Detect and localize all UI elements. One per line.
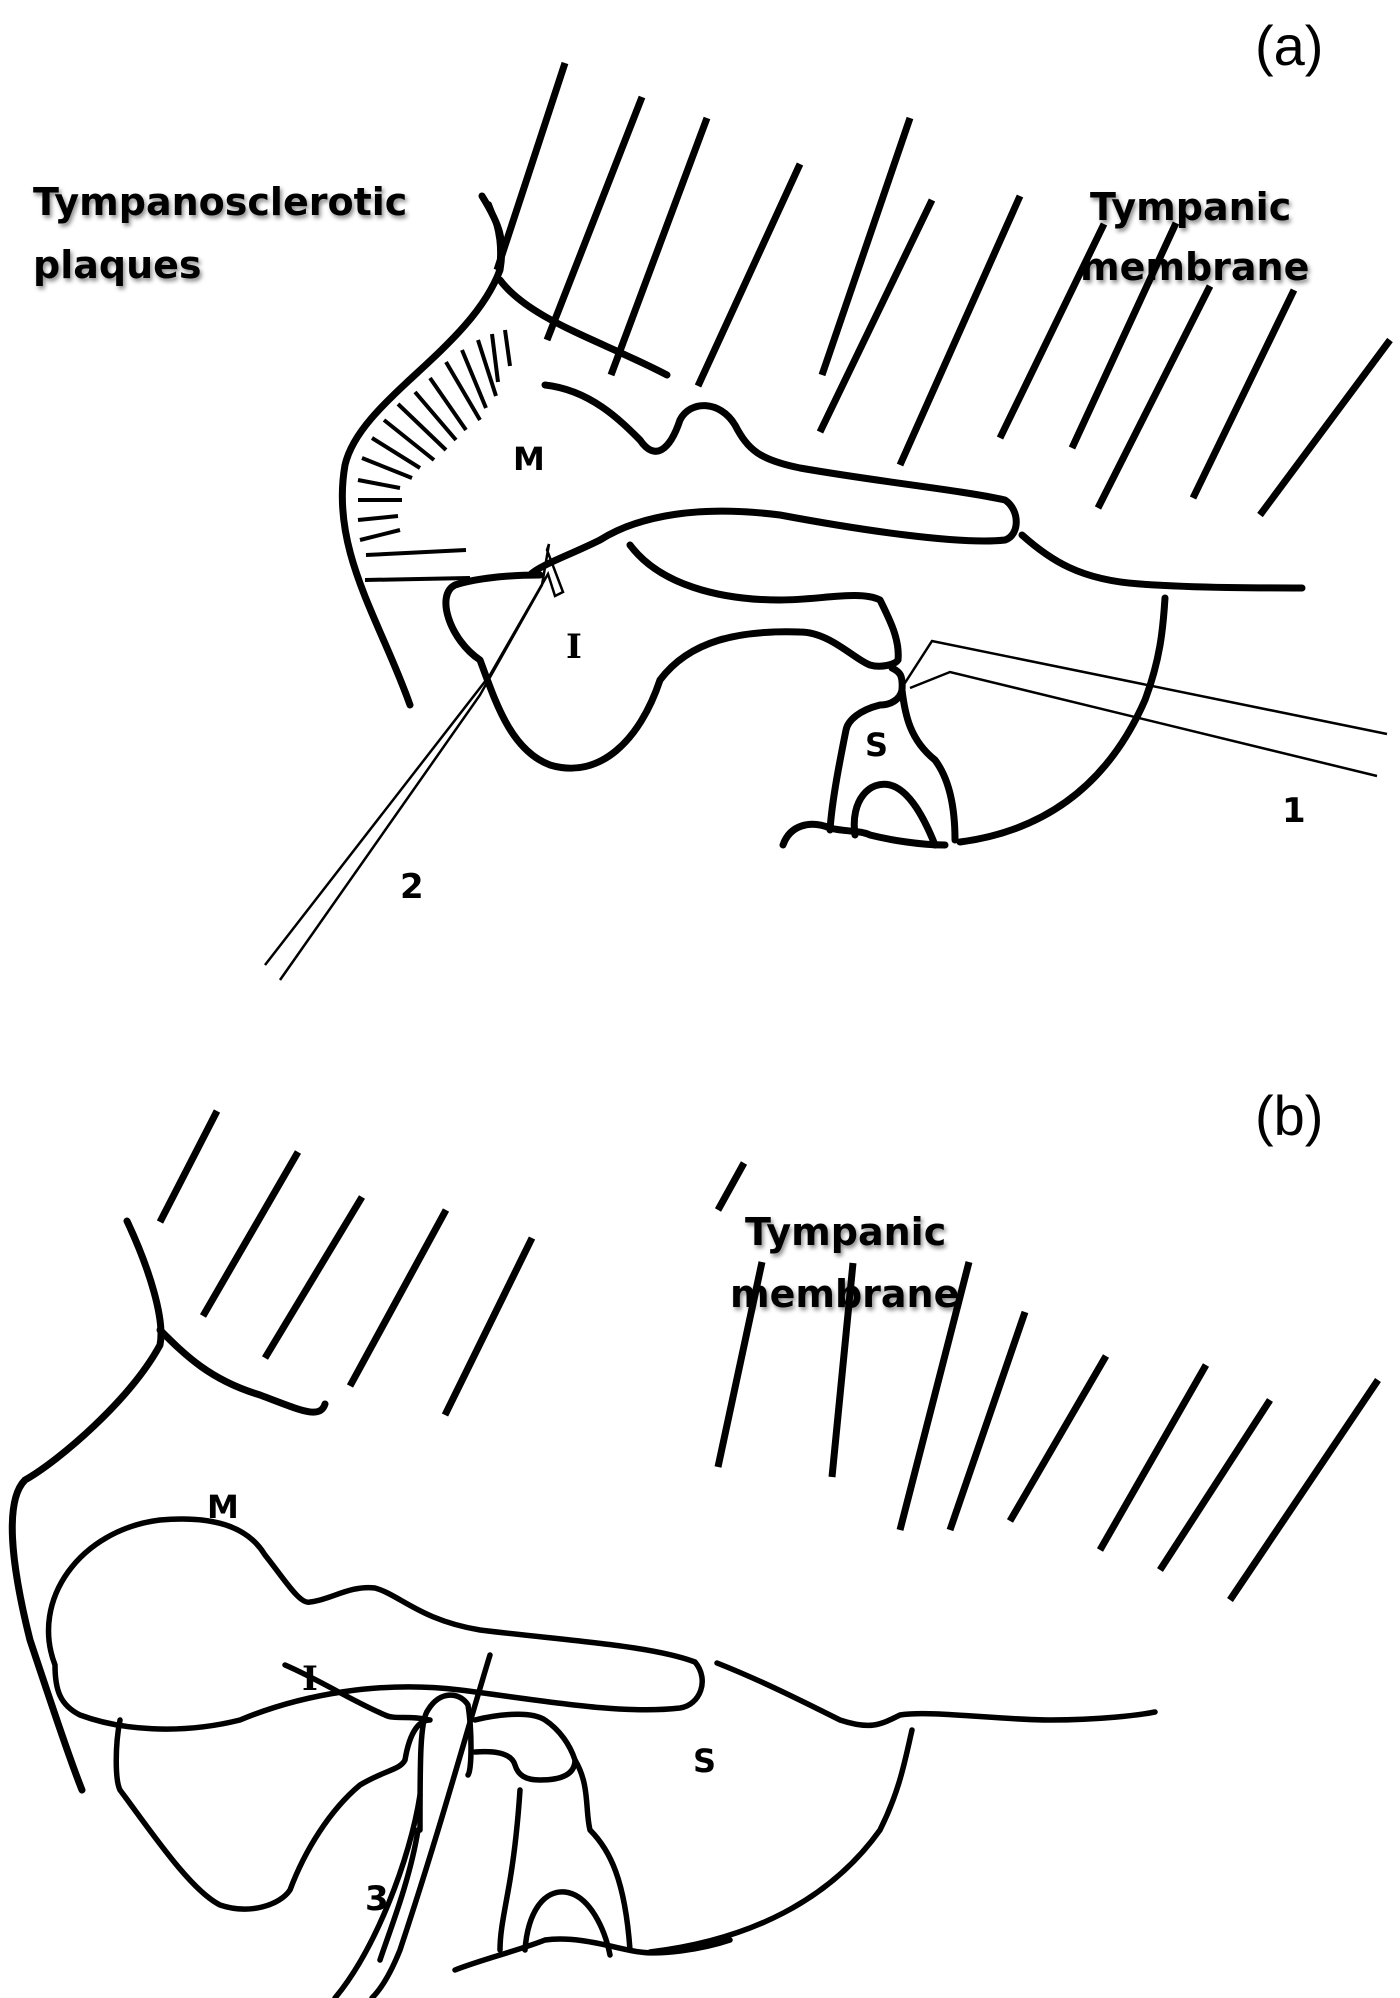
stapes-label-b: S <box>693 1742 716 1780</box>
membrane-annotation-b: Tympanic membrane <box>730 1210 959 1316</box>
instrument-3-shaft-left <box>332 1792 423 1998</box>
prosthesis-b <box>417 1692 474 1833</box>
plaques-label-line2: plaques <box>33 243 202 287</box>
membrane-label-b-line1: Tympanic <box>745 1210 946 1254</box>
tympanosclerotic-plaque-hatching <box>357 329 512 582</box>
tympanic-membrane-hatching-b <box>156 1109 1381 1602</box>
plaques-label-line1: Tympanosclerotic <box>33 180 407 224</box>
stapes-crura-b <box>572 1757 633 1953</box>
incus-outline-a <box>442 541 902 772</box>
membrane-lower-edge-b <box>714 1660 1158 1729</box>
instrument-1-hook-lower <box>909 670 1378 778</box>
incus-stapes-connection-b <box>472 1711 578 1783</box>
stapes-crura-a <box>898 686 959 844</box>
instrument-2-label: 2 <box>400 867 424 907</box>
stapes-outline-b <box>497 1787 523 1953</box>
stapes-label-a: S <box>865 726 888 764</box>
oval-window-b <box>452 1936 733 1973</box>
instrument-3-shaft-right <box>369 1652 493 1998</box>
membrane-label-a-line2: membrane <box>1080 245 1309 289</box>
prosthesis-shaft-b <box>377 1827 421 1963</box>
stapes-outline-a <box>826 664 906 834</box>
canal-wall-b <box>8 1217 165 1794</box>
malleus-outline-a <box>526 381 1020 579</box>
panel-b: (b) <box>8 1084 1381 1998</box>
stapes-inner-arch-a <box>850 780 939 849</box>
membrane-upper-edge-a <box>496 276 671 379</box>
plaques-annotation: Tympanosclerotic plaques <box>33 180 407 287</box>
plaque-outline-a <box>486 201 503 278</box>
malleus-label-b: M <box>207 1488 239 1526</box>
incus-label-b: I <box>302 1659 318 1699</box>
instrument-1-hook <box>901 639 1388 736</box>
panel-a: (a) <box>33 14 1393 981</box>
incus-label-a: I <box>566 627 582 667</box>
malleus-label-a: M <box>513 440 545 478</box>
membrane-upper-edge-b <box>156 1326 329 1416</box>
tympanic-membrane-hatching-a <box>493 61 1393 518</box>
panel-b-label: (b) <box>1255 1084 1323 1147</box>
incus-outline-b <box>113 1662 433 1912</box>
panel-a-label: (a) <box>1255 14 1323 77</box>
instrument-2-pick <box>264 543 565 981</box>
membrane-label-a-line1: Tympanic <box>1090 185 1291 229</box>
instrument-1-label: 1 <box>1282 791 1306 831</box>
stapes-inner-arch-b <box>522 1889 613 1958</box>
instrument-3-label: 3 <box>365 1879 389 1919</box>
malleus-outline-b <box>45 1516 705 1732</box>
promontory-arc-a <box>956 594 1169 846</box>
membrane-lower-edge-a <box>1018 531 1306 592</box>
promontory-arc-b <box>647 1727 915 1955</box>
membrane-annotation-a: Tympanic membrane <box>1080 185 1309 289</box>
membrane-label-b-line2: membrane <box>730 1272 959 1316</box>
oval-window-a <box>779 820 949 849</box>
